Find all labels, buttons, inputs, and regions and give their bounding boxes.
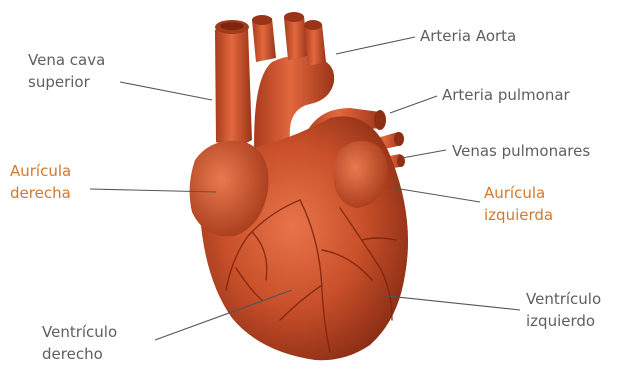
label-vena-cava-line1: Vena cava [28,49,105,71]
label-auricula-derecha-line1: Aurícula [10,160,71,182]
leader-line-arteria-pulmonar [390,96,437,113]
label-vena-cava-superior: Vena cava superior [28,49,105,93]
label-auricula-derecha: Aurícula derecha [10,160,71,204]
label-ventriculo-izquierdo-line1: Ventrículo [526,288,601,310]
label-auricula-izquierda: Aurícula izquierda [484,182,553,226]
label-auricula-derecha-line2: derecha [10,182,71,204]
label-ventriculo-izquierdo-line2: izquierdo [526,310,601,332]
label-ventriculo-derecho-line1: Ventrículo [42,321,117,343]
leader-line-auricula-izquierda [388,187,480,202]
label-venas-pulmonares: Venas pulmonares [452,140,590,162]
leader-line-vena-cava [120,82,212,100]
leader-line-auricula-derecha [90,189,216,192]
label-ventriculo-izquierdo: Ventrículo izquierdo [526,288,601,332]
label-vena-cava-line2: superior [28,71,105,93]
leader-line-ventriculo-izquierdo [378,295,520,310]
leader-line-arteria-aorta [336,37,415,54]
leader-line-venas-pulmonares [402,150,446,158]
label-ventriculo-derecho-line2: derecho [42,343,117,365]
label-auricula-izquierda-line1: Aurícula [484,182,553,204]
label-arteria-aorta: Arteria Aorta [420,25,516,47]
label-ventriculo-derecho: Ventrículo derecho [42,321,117,365]
leader-line-ventriculo-derecho [155,290,292,340]
label-arteria-pulmonar: Arteria pulmonar [442,84,570,106]
label-auricula-izquierda-line2: izquierda [484,204,553,226]
